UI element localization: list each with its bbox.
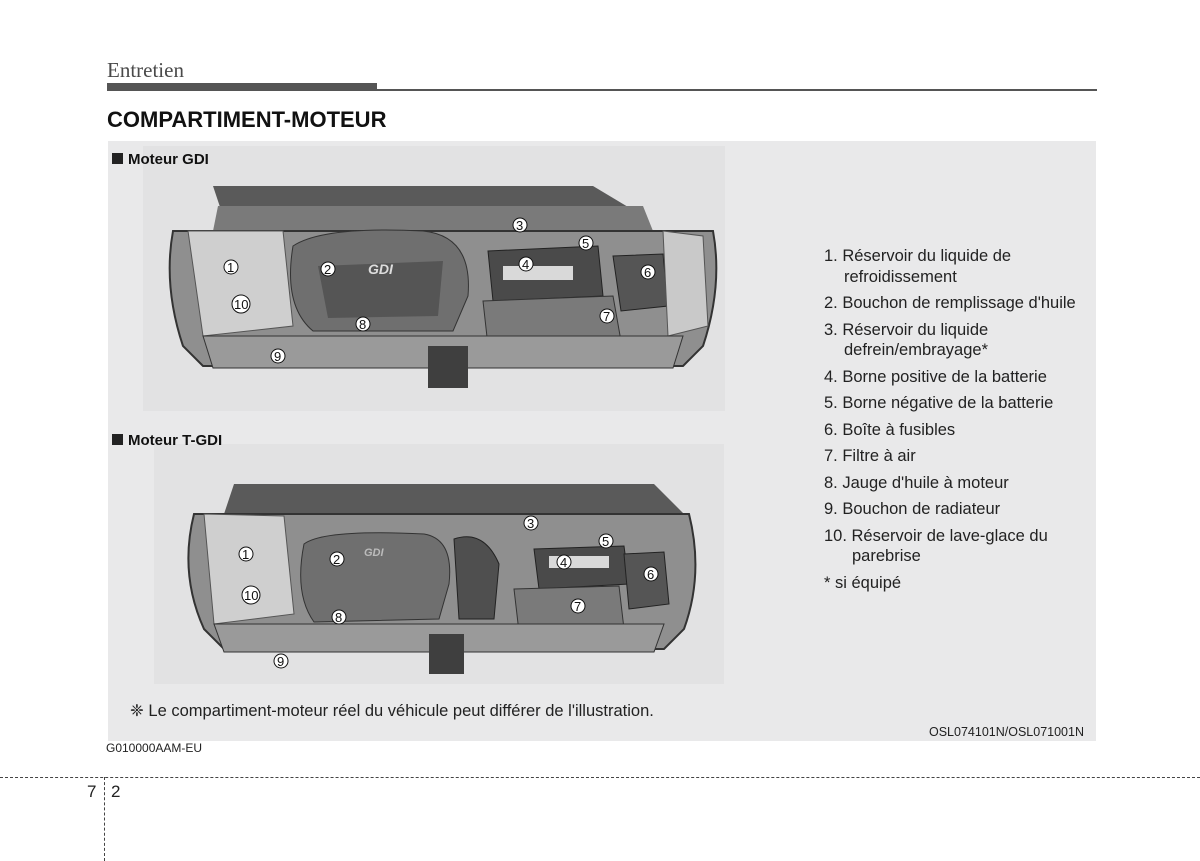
legend-item: 7. Filtre à air [824, 447, 916, 465]
header-rule [107, 89, 1097, 91]
callout-6: 6 [644, 265, 651, 280]
legend-item: 8. Jauge d'huile à moteur [824, 473, 1009, 492]
page-title: COMPARTIMENT-MOTEUR [107, 107, 387, 132]
legend-item: 1. Réservoir du liquide de refroidisseme… [824, 247, 1012, 286]
callout-2: 2 [324, 262, 331, 277]
legend-item: 10. Réservoir de lave-glace du parebrise [824, 526, 1048, 566]
tgdi-badge: GDI [364, 547, 385, 559]
callout-1: 1 [242, 547, 249, 562]
figure-caption-gdi: Moteur GDI [112, 151, 209, 168]
footer-divider [0, 777, 1200, 778]
component-legend: 1. Réservoir du liquide de refroidisseme… [824, 246, 1096, 599]
square-bullet-icon [112, 434, 123, 445]
legend-item: 3. Réservoir du liquide defrein/embrayag… [824, 320, 989, 360]
engine-gdi-illustration: GDI 1 2 3 4 5 6 7 8 9 10 [143, 146, 725, 411]
callout-6: 6 [647, 567, 654, 582]
legend-item: 4. Borne positive de la batterie [824, 367, 1047, 386]
callout-4: 4 [560, 555, 567, 570]
callout-10: 10 [244, 588, 258, 603]
legend-footnote: * si équipé [824, 573, 902, 592]
square-bullet-icon [112, 153, 123, 164]
legend-item: 6. Boîte à fusibles [824, 420, 956, 439]
header-rule-thick [107, 83, 377, 90]
legend-item: 5. Borne négative de la batterie [824, 394, 1054, 412]
callout-7: 7 [574, 599, 581, 614]
figure-caption-text: Moteur GDI [128, 151, 209, 168]
callout-10: 10 [234, 297, 248, 312]
document-code: G010000AAM-EU [106, 741, 203, 755]
illustration-note: ❈ Le compartiment-moteur réel du véhicul… [130, 702, 654, 720]
callout-7: 7 [603, 309, 610, 324]
callout-5: 5 [602, 534, 609, 549]
footer-page-divider [104, 777, 105, 861]
gdi-badge: GDI [368, 261, 394, 277]
callout-8: 8 [335, 610, 342, 625]
callout-3: 3 [516, 218, 523, 233]
figure-caption-tgdi: Moteur T-GDI [112, 432, 222, 449]
callout-9: 9 [274, 349, 281, 364]
legend-item: 2. Bouchon de remplissage d'huile [824, 294, 1076, 312]
callout-8: 8 [359, 317, 366, 332]
page-number: 2 [111, 782, 121, 801]
figure-reference-code: OSL074101N/OSL071001N [929, 725, 1084, 739]
callout-9: 9 [277, 654, 284, 669]
callout-4: 4 [522, 257, 529, 272]
callout-1: 1 [227, 260, 234, 275]
callout-5: 5 [582, 236, 589, 251]
section-label: Entretien [107, 58, 184, 82]
engine-tgdi-illustration: GDI 1 2 3 4 5 6 7 8 9 10 [154, 444, 724, 684]
callout-3: 3 [527, 516, 534, 531]
legend-item: 9. Bouchon de radiateur [824, 500, 1001, 518]
figure-caption-text: Moteur T-GDI [128, 432, 223, 449]
callout-2: 2 [333, 552, 340, 567]
chapter-number: 7 [87, 782, 97, 801]
